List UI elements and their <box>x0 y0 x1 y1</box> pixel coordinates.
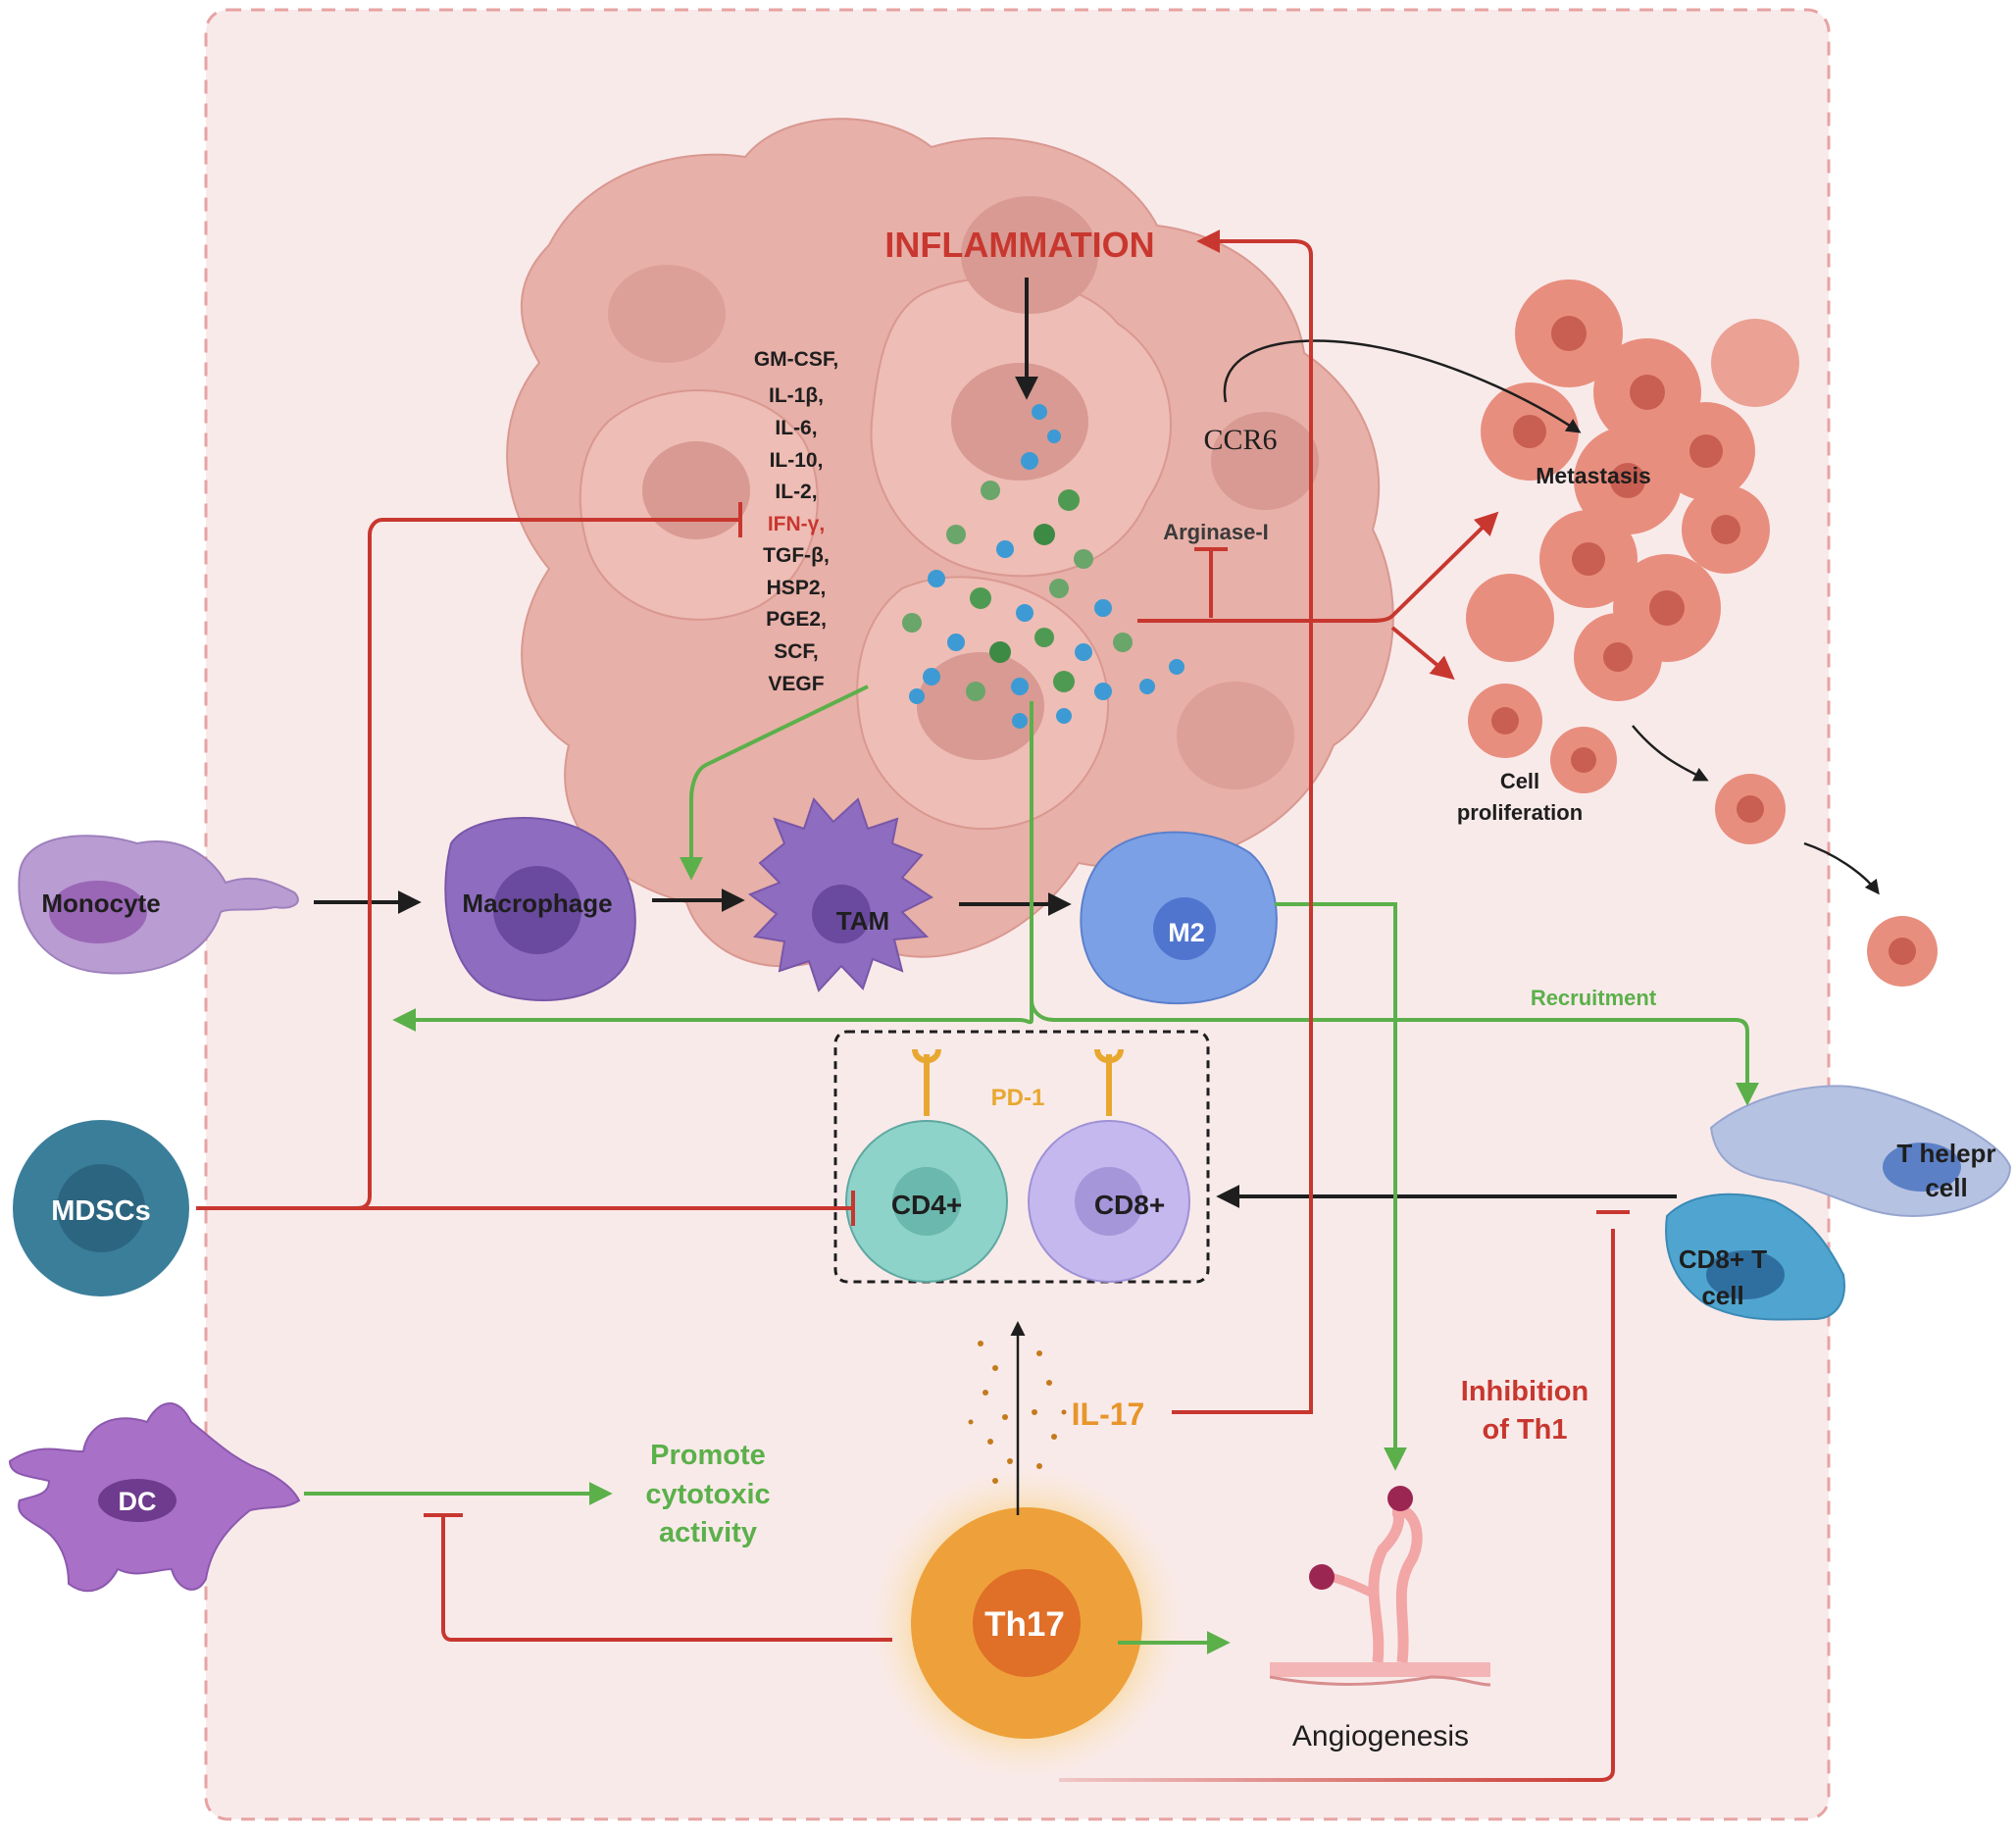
cytokine-label-7: HSP2, <box>767 577 827 599</box>
inhibition-th1-label-0: Inhibition <box>1461 1376 1588 1407</box>
recruitment-label: Recruitment <box>1531 986 1657 1010</box>
red-arrows <box>196 229 1630 1782</box>
monocyte-label: Monocyte <box>41 889 160 918</box>
promote-label-1: cytotoxic <box>645 1479 770 1510</box>
cytokine-label-4: IL-2, <box>775 481 817 503</box>
angiogenesis-vessel <box>1269 1486 1491 1687</box>
promote-label-0: Promote <box>650 1440 766 1471</box>
angiogenesis-label: Angiogenesis <box>1292 1720 1469 1752</box>
m2-cell <box>1080 831 1278 1005</box>
cytokine-label-5: IFN-γ, <box>768 513 825 535</box>
dc-cell <box>8 1402 301 1593</box>
arginase-label: Arginase-I <box>1163 520 1269 544</box>
inhibition-th1-label-1: of Th1 <box>1483 1414 1568 1446</box>
ccr6-label: CCR6 <box>1203 424 1277 456</box>
cytokine-label-9: SCF, <box>774 640 819 663</box>
cell-proliferation-label-1: proliferation <box>1457 800 1583 825</box>
black-arrows <box>314 278 1880 1515</box>
th17-cell <box>870 1466 1184 1780</box>
tam-cell <box>747 797 933 992</box>
cytokine-label-3: IL-10, <box>770 449 824 472</box>
inflammation-label: INFLAMMATION <box>884 225 1154 265</box>
il17-particles <box>968 1341 1067 1484</box>
macrophage-cell <box>444 817 636 1001</box>
cd8-cell <box>1028 1120 1190 1283</box>
pd1-receptors <box>912 1048 1124 1116</box>
green-arrows <box>304 685 1759 1654</box>
cd8-t-cell-label-1: cell <box>1701 1281 1743 1310</box>
m2-label: M2 <box>1168 918 1205 947</box>
checkpoint-box <box>833 1030 1210 1284</box>
macrophage-label: Macrophage <box>462 889 612 918</box>
cd8-label: CD8+ <box>1094 1190 1165 1220</box>
mdscs-label: MDSCs <box>51 1195 151 1227</box>
dc-label: DC <box>119 1487 157 1516</box>
cytokine-label-0: GM-CSF, <box>754 348 838 371</box>
cd8-t-cell <box>1665 1193 1845 1321</box>
t-helper-cell <box>1709 1085 2012 1218</box>
cytokine-label-8: PGE2, <box>766 608 827 631</box>
cytokine-label-10: VEGF <box>768 673 824 695</box>
cell-proliferation-label-0: Cell <box>1500 769 1539 793</box>
cd4-label: CD4+ <box>891 1190 962 1220</box>
cytokine-label-1: IL-1β, <box>769 384 824 407</box>
th17-label: Th17 <box>984 1605 1065 1644</box>
cd8-t-cell-label-0: CD8+ T <box>1679 1244 1767 1274</box>
metastasis-cluster <box>1466 279 1799 701</box>
metastasis-label: Metastasis <box>1536 463 1651 488</box>
proliferating-cells <box>1468 684 1938 987</box>
tam-label: TAM <box>836 906 889 936</box>
cytokine-label-2: IL-6, <box>775 417 817 439</box>
il17-label: IL-17 <box>1072 1396 1145 1432</box>
pd1-label: PD-1 <box>991 1085 1045 1111</box>
t-helper-label-1: cell <box>1925 1173 1967 1202</box>
cd4-cell <box>845 1120 1008 1283</box>
cytokine-granules <box>902 404 1184 729</box>
cytokine-label-6: TGF-β, <box>763 544 830 567</box>
t-helper-label-0: T helepr <box>1896 1139 1995 1168</box>
mdscs-cell <box>13 1120 189 1296</box>
monocyte-cell <box>18 835 299 975</box>
promote-label-2: activity <box>659 1517 757 1549</box>
